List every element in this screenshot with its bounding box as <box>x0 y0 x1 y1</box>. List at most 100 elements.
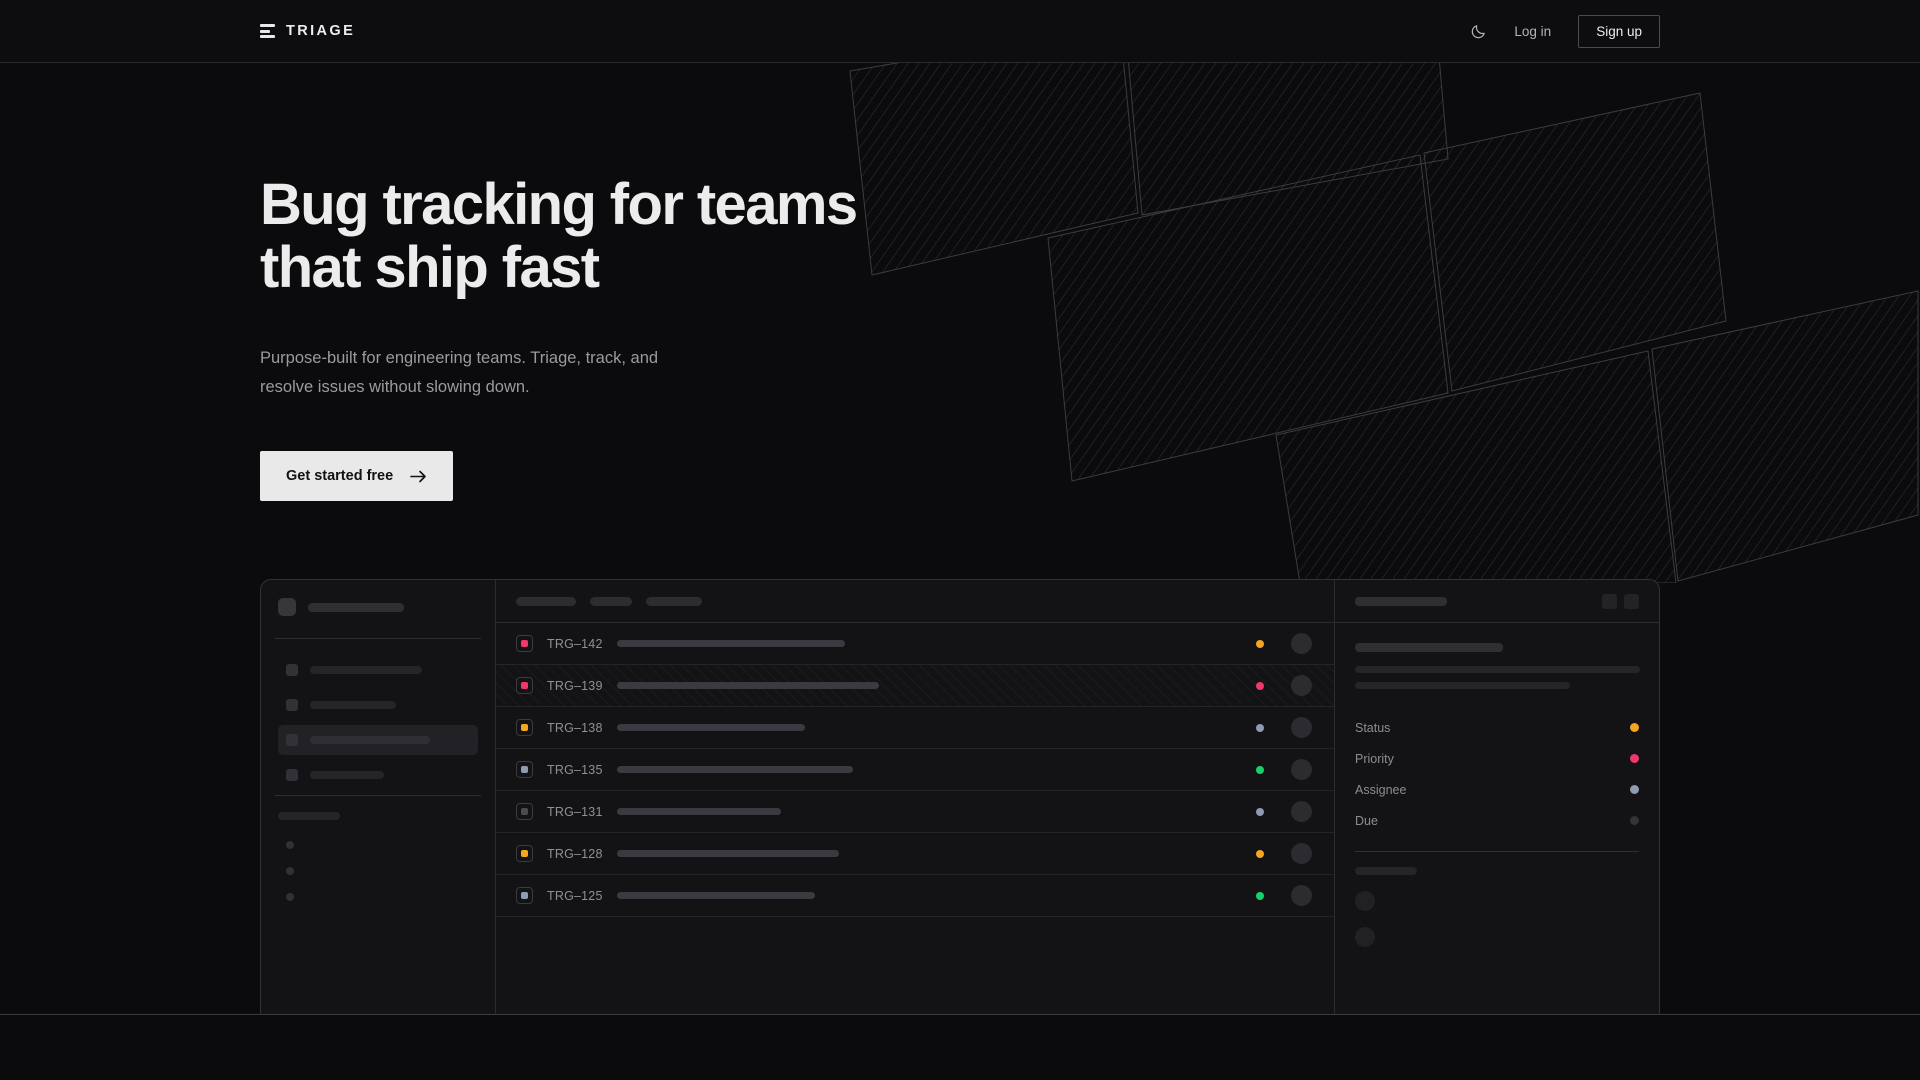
hero-section: Bug tracking for teams that ship fast Pu… <box>0 63 1920 1014</box>
issue-assignee-avatar[interactable] <box>1291 843 1312 865</box>
detail-field-status[interactable]: Status <box>1355 712 1639 743</box>
issue-title-placeholder <box>617 892 815 900</box>
issue-row[interactable]: TRG–135 <box>496 749 1334 792</box>
field-value-dot <box>1630 785 1639 795</box>
issue-status-dot <box>1256 765 1264 774</box>
moon-icon[interactable] <box>1470 23 1487 40</box>
detail-action-button[interactable] <box>1624 593 1639 609</box>
issue-id: TRG–138 <box>547 720 603 735</box>
sidebar-section-label <box>278 812 340 821</box>
issue-title-placeholder <box>617 682 879 690</box>
activity-item <box>1355 919 1639 955</box>
detail-body-line <box>1355 682 1570 690</box>
issue-type-badge <box>516 635 533 653</box>
sidebar-item-1[interactable] <box>278 690 478 720</box>
issue-row[interactable]: TRG–139 <box>496 665 1334 708</box>
workspace-name-placeholder <box>308 602 404 612</box>
issue-id: TRG–125 <box>547 888 603 903</box>
sidebar-item-2[interactable] <box>278 725 478 756</box>
workspace-avatar <box>278 598 296 617</box>
issue-id: TRG–139 <box>547 678 603 693</box>
issue-row[interactable]: TRG–125 <box>496 875 1334 918</box>
field-label: Assignee <box>1355 782 1407 797</box>
sidebar-mini-dot <box>286 841 294 850</box>
brand-logo[interactable]: TRIAGE <box>260 23 355 39</box>
issue-assignee-avatar[interactable] <box>1291 675 1312 697</box>
signup-button[interactable]: Sign up <box>1578 14 1660 48</box>
detail-field-priority[interactable]: Priority <box>1355 743 1639 774</box>
issue-id: TRG–131 <box>547 804 603 819</box>
issue-id: TRG–142 <box>547 636 603 651</box>
sidebar-mini-dot <box>286 867 294 876</box>
field-label: Priority <box>1355 751 1394 766</box>
issue-status-dot <box>1256 681 1264 690</box>
detail-field-due[interactable]: Due <box>1355 805 1639 836</box>
toolbar-control-placeholder[interactable] <box>646 596 702 606</box>
issue-title-placeholder <box>617 850 839 858</box>
detail-field-assignee[interactable]: Assignee <box>1355 774 1639 805</box>
page-title: Bug tracking for teams that ship fast <box>260 173 920 299</box>
issue-status-dot <box>1256 807 1264 816</box>
sidebar-item-label <box>310 736 430 745</box>
detail-heading-placeholder <box>1355 643 1503 653</box>
sidebar-item-label <box>310 701 396 710</box>
field-value-dot <box>1630 723 1639 733</box>
subtitle-line-1: Purpose-built for engineering teams. Tri… <box>260 349 659 368</box>
sidebar-divider <box>275 638 481 640</box>
issue-type-badge <box>516 761 533 779</box>
field-label: Status <box>1355 720 1391 735</box>
subtitle-line-2: resolve issues without slowing down. <box>260 377 530 396</box>
workspace-switcher[interactable] <box>278 598 478 617</box>
issue-title-placeholder <box>617 808 781 816</box>
field-value-dot <box>1630 816 1639 826</box>
list-toolbar <box>496 580 1334 624</box>
activity-item <box>1355 883 1639 919</box>
issue-status-dot <box>1256 891 1264 900</box>
detail-divider <box>1355 851 1639 853</box>
mockup-sidebar <box>261 580 496 1014</box>
issue-assignee-avatar[interactable] <box>1291 633 1312 655</box>
issue-row[interactable]: TRG–131 <box>496 791 1334 834</box>
login-link[interactable]: Log in <box>1514 23 1552 39</box>
issue-assignee-avatar[interactable] <box>1291 717 1312 739</box>
activity-section-label <box>1355 867 1417 876</box>
sidebar-item-icon <box>286 734 298 747</box>
detail-panel-header <box>1335 580 1659 624</box>
field-value-dot <box>1630 754 1639 764</box>
issue-type-badge <box>516 845 533 863</box>
detail-action-button[interactable] <box>1602 593 1617 609</box>
issue-status-dot <box>1256 723 1264 732</box>
issue-title-placeholder <box>617 640 845 648</box>
toolbar-control-placeholder[interactable] <box>516 596 576 606</box>
get-started-button[interactable]: Get started free <box>260 451 454 502</box>
activity-avatar <box>1355 891 1375 912</box>
issue-row[interactable]: TRG–142 <box>496 623 1334 666</box>
arrow-right-icon <box>410 470 427 483</box>
issue-row[interactable]: TRG–128 <box>496 833 1334 876</box>
sidebar-mini-dot <box>286 893 294 902</box>
issue-type-badge <box>516 887 533 905</box>
cta-label: Get started free <box>286 468 394 485</box>
detail-body-line <box>1355 666 1640 674</box>
sidebar-mini-item[interactable] <box>278 884 478 910</box>
field-label: Due <box>1355 813 1378 828</box>
sidebar-mini-item[interactable] <box>278 858 478 884</box>
sidebar-item-3[interactable] <box>278 760 478 790</box>
issue-assignee-avatar[interactable] <box>1291 885 1312 907</box>
activity-avatar <box>1355 927 1375 948</box>
sidebar-item-0[interactable] <box>278 655 478 685</box>
issue-id: TRG–135 <box>547 762 603 777</box>
toolbar-control-placeholder[interactable] <box>590 596 632 606</box>
sidebar-mini-item[interactable] <box>278 832 478 858</box>
issue-row[interactable]: TRG–138 <box>496 707 1334 750</box>
issue-title-placeholder <box>617 766 853 774</box>
issue-assignee-avatar[interactable] <box>1291 801 1312 823</box>
heading-line-1: Bug tracking for teams <box>260 172 858 237</box>
sidebar-item-label <box>310 771 384 780</box>
issue-assignee-avatar[interactable] <box>1291 759 1312 781</box>
issue-status-dot <box>1256 849 1264 858</box>
issue-status-dot <box>1256 639 1264 648</box>
